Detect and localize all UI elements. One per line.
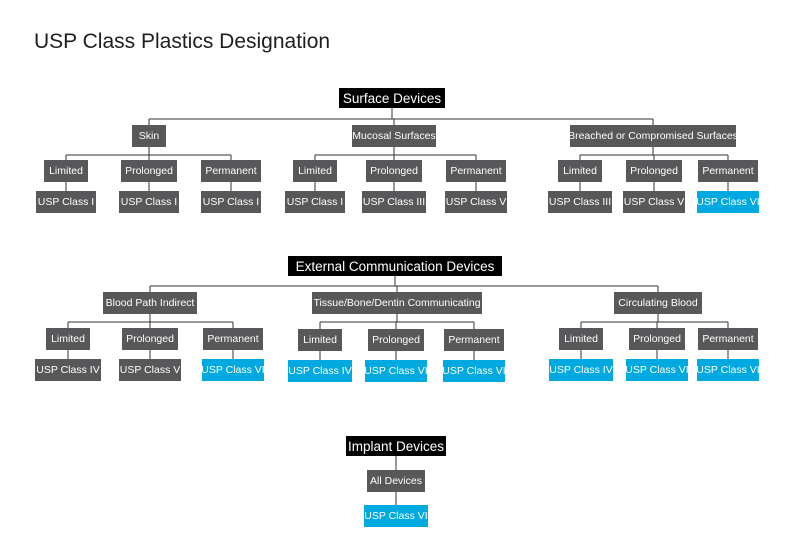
usp-class-badge: USP Class VI	[696, 359, 760, 381]
category-skin: Skin	[132, 125, 166, 147]
duration-prolonged: Prolonged	[121, 160, 177, 182]
usp-class-badge: USP Class I	[119, 191, 179, 213]
duration-permanent: Permanent	[698, 328, 758, 350]
duration-permanent: Permanent	[444, 329, 504, 351]
duration-permanent: Permanent	[201, 160, 261, 182]
duration-limited: Limited	[559, 328, 603, 350]
usp-class-badge: USP Class III	[548, 191, 612, 213]
duration-prolonged: Prolonged	[626, 160, 682, 182]
section-header-surface-devices: Surface Devices	[339, 88, 445, 108]
duration-permanent: Permanent	[698, 160, 758, 182]
usp-class-badge: USP Class I	[36, 191, 96, 213]
category-breached-or-compromised-surfaces: Breached or Compromised Surfaces	[568, 125, 738, 147]
duration-limited: Limited	[44, 160, 88, 182]
usp-class-badge: USP Class V	[623, 191, 685, 213]
usp-class-badge: USP Class IV	[549, 359, 613, 381]
usp-class-badge: USP Class VI	[364, 360, 428, 382]
category-mucosal-surfaces: Mucosal Surfaces	[352, 125, 436, 147]
duration-limited: Limited	[293, 160, 337, 182]
usp-class-badge: USP Class V	[445, 191, 507, 213]
category-tissue-bone-dentin-communicating: Tissue/Bone/Dentin Communicating	[312, 292, 482, 314]
usp-class-badge: USP Class IV	[288, 360, 352, 382]
usp-class-badge: USP Class VI	[364, 505, 428, 527]
duration-limited: Limited	[558, 160, 602, 182]
duration-prolonged: Prolonged	[629, 328, 685, 350]
duration-prolonged: Prolonged	[366, 160, 422, 182]
usp-class-badge: USP Class VI	[442, 360, 506, 382]
duration-limited: Limited	[298, 329, 342, 351]
usp-class-badge: USP Class VI	[696, 191, 760, 213]
duration-prolonged: Prolonged	[368, 329, 424, 351]
category-circulating-blood: Circulating Blood	[614, 292, 702, 314]
usp-class-badge: USP Class V	[119, 359, 181, 381]
duration-prolonged: Prolonged	[122, 328, 178, 350]
usp-class-badge: USP Class IV	[35, 359, 101, 381]
usp-class-badge: USP Class I	[201, 191, 261, 213]
category-blood-path-indirect: Blood Path Indirect	[103, 292, 197, 314]
duration-limited: Limited	[46, 328, 90, 350]
usp-class-badge: USP Class I	[285, 191, 345, 213]
duration-permanent: Permanent	[203, 328, 263, 350]
usp-class-badge: USP Class III	[362, 191, 426, 213]
duration-permanent: Permanent	[446, 160, 506, 182]
category-all-devices: All Devices	[367, 470, 425, 492]
usp-class-badge: USP Class VI	[625, 359, 689, 381]
section-header-external-communication-devices: External Communication Devices	[288, 256, 502, 276]
page-title: USP Class Plastics Designation	[34, 30, 331, 53]
usp-class-badge: USP Class VI	[201, 359, 265, 381]
section-header-implant-devices: Implant Devices	[346, 436, 446, 456]
